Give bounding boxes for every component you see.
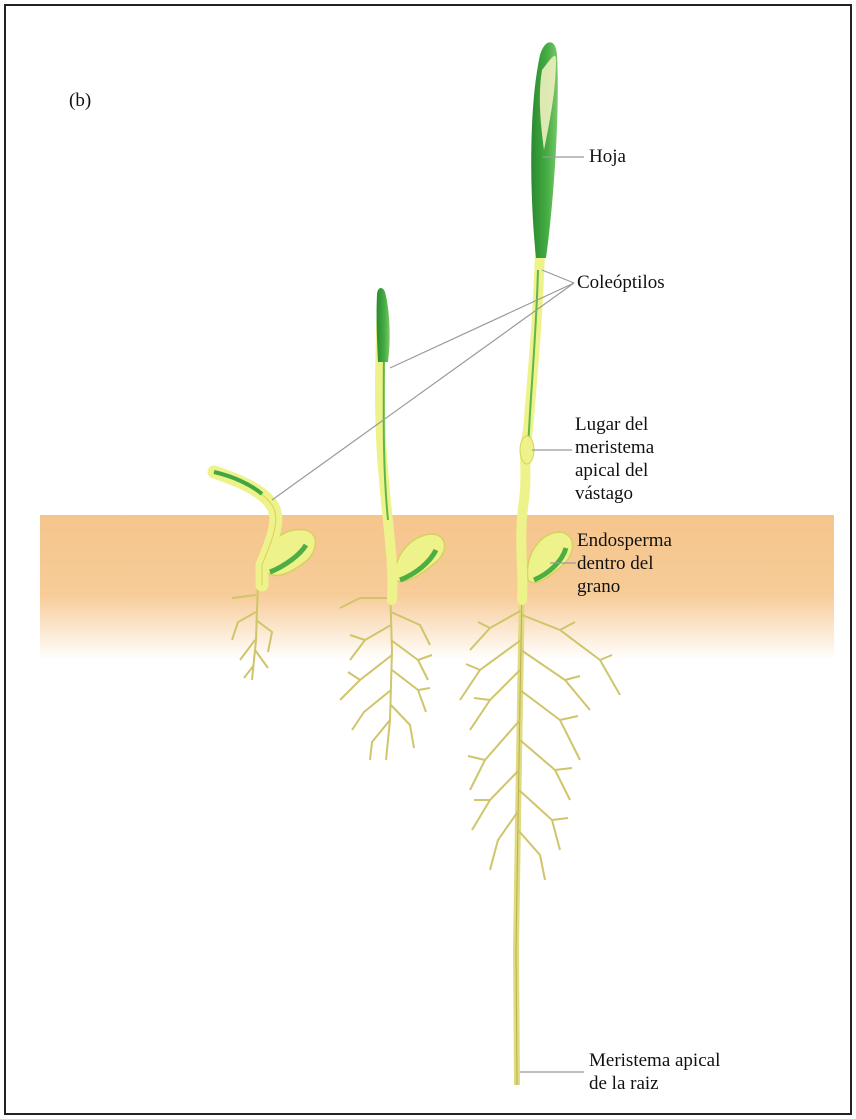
label-lugar-line3: apical del	[575, 460, 648, 482]
label-endosperma-line2: dentro del	[577, 553, 654, 575]
label-hoja: Hoja	[589, 146, 626, 168]
leader-coleoptilos-2	[390, 283, 574, 368]
label-lugar-line1: Lugar del	[575, 414, 648, 436]
label-lugar-line4: vástago	[575, 483, 633, 505]
leader-coleoptilos-1	[542, 270, 574, 283]
panel-label: (b)	[69, 90, 91, 112]
label-lugar-line2: meristema	[575, 437, 654, 459]
label-meristema-raiz-line2: de la raiz	[589, 1073, 659, 1095]
label-coleoptilos: Coleóptilos	[577, 272, 665, 294]
label-endosperma-line1: Endosperma	[577, 530, 672, 552]
label-meristema-raiz-line1: Meristema apical	[589, 1050, 720, 1072]
label-endosperma-line3: grano	[577, 576, 620, 598]
shoot-meristem-node	[520, 436, 534, 464]
seedling-medium-leaf	[377, 288, 390, 362]
